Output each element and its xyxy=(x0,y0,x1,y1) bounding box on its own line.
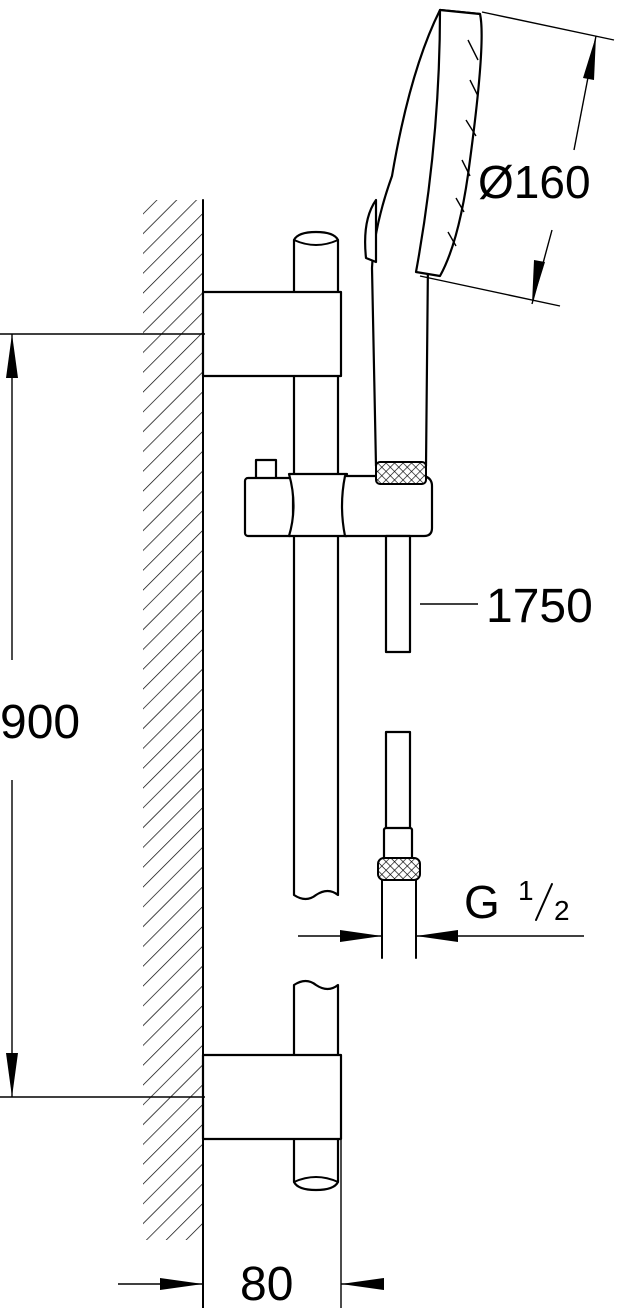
wall-bracket-upper xyxy=(201,290,343,378)
wall-hatching xyxy=(143,200,203,1240)
thread-label-g: G xyxy=(464,876,500,928)
slider-holder xyxy=(243,458,434,538)
wall xyxy=(143,199,204,1308)
wall-offset-label: 80 xyxy=(240,1258,293,1308)
arrow-up xyxy=(6,334,18,378)
thread-numerator: 1 xyxy=(518,875,534,906)
dimension-head-diameter: Ø160 xyxy=(419,11,615,307)
rail-bottom-cap xyxy=(293,1176,339,1183)
dimension-wall-offset: 80 xyxy=(118,1140,384,1308)
arrow-head-top xyxy=(583,36,596,80)
hose-nut-knurled xyxy=(377,857,421,881)
hose xyxy=(377,534,421,959)
dimension-rail-length: 900 xyxy=(0,333,205,1098)
hose-upper xyxy=(384,534,412,654)
dimension-thread: G 1 2 xyxy=(298,875,584,942)
arrow-offset-right xyxy=(341,1278,384,1290)
hose-ferrule xyxy=(382,826,414,862)
hand-shower-face xyxy=(414,8,483,278)
slider-clamp xyxy=(287,472,349,538)
hand-shower-button xyxy=(364,198,378,264)
head-diameter-label: Ø160 xyxy=(478,156,591,208)
hand-shower-connector xyxy=(375,461,427,485)
extension-line-head-top xyxy=(481,11,615,41)
arrow-offset-left xyxy=(160,1278,203,1290)
dimension-hose-length: 1750 xyxy=(420,580,593,633)
wall-bracket-lower xyxy=(201,1053,343,1141)
arrow-thread-right xyxy=(416,930,458,942)
spray-nozzles xyxy=(447,39,479,247)
hose-length-label: 1750 xyxy=(486,580,593,633)
extension-line-head-bottom xyxy=(419,275,561,307)
rail-top-cap xyxy=(293,239,339,246)
slider-cradle xyxy=(340,474,434,538)
hand-shower xyxy=(364,8,483,485)
arrow-down xyxy=(6,1053,18,1097)
hose-lower xyxy=(384,730,412,832)
rail-length-label: 900 xyxy=(0,696,80,749)
thread-denominator: 2 xyxy=(554,895,570,926)
arrow-head-bottom xyxy=(532,260,545,304)
arrow-thread-left xyxy=(340,930,382,942)
thread-fraction-slash xyxy=(535,883,553,921)
slider-body-left xyxy=(243,476,295,538)
